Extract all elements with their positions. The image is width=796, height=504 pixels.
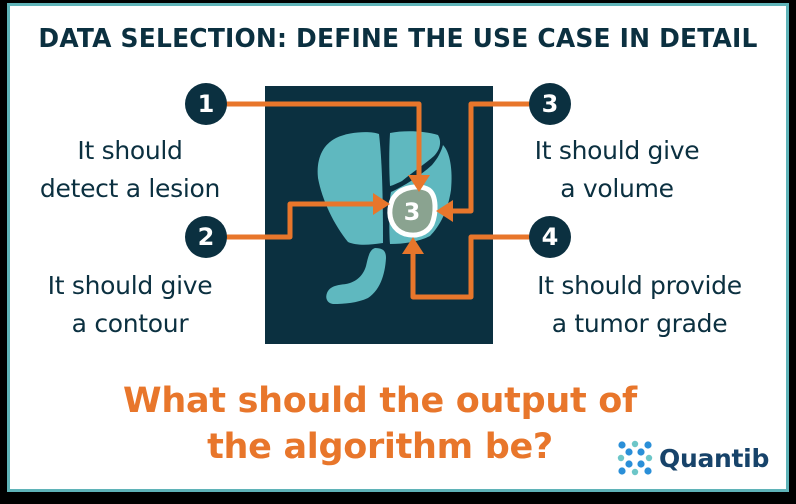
step-1-line-1: It should bbox=[77, 136, 183, 165]
step-3-badge: 3 bbox=[529, 83, 571, 125]
step-3-description: It should give a volume bbox=[517, 132, 717, 208]
quantib-logo: Quantib bbox=[617, 440, 769, 476]
question-line-1: What should the output of bbox=[123, 381, 637, 421]
arrow-4-head-icon bbox=[402, 237, 424, 254]
step-2-line-1: It should give bbox=[47, 271, 213, 300]
step-1-line-2: detect a lesion bbox=[39, 174, 221, 203]
arrow-1-line bbox=[226, 101, 422, 177]
step-4-badge: 4 bbox=[529, 216, 571, 258]
step-3-line-2: a volume bbox=[560, 174, 674, 203]
liver-left-lobe-shape bbox=[317, 132, 383, 245]
step-4-line-2: a tumor grade bbox=[551, 309, 728, 338]
arrow-3-head-icon bbox=[436, 200, 453, 222]
step-2-description: It should give a contour bbox=[30, 267, 230, 343]
step-1-badge: 1 bbox=[185, 83, 227, 125]
quantib-x-dots-icon bbox=[617, 440, 653, 476]
step-2-badge: 2 bbox=[185, 216, 227, 258]
organ-tail-shape bbox=[326, 248, 386, 304]
step-1-description: It should detect a lesion bbox=[30, 132, 230, 208]
arrow-2-line bbox=[226, 201, 377, 240]
step-3-line-1: It should give bbox=[534, 136, 700, 165]
arrow-2-head-icon bbox=[373, 193, 390, 215]
page-title: DATA SELECTION: DEFINE THE USE CASE IN D… bbox=[38, 24, 758, 54]
step-4-line-1: It should provide bbox=[537, 271, 742, 300]
step-4-description: It should provide a tumor grade bbox=[517, 267, 762, 343]
lesion-label: 3 bbox=[404, 198, 421, 226]
arrow-4-line bbox=[410, 234, 530, 300]
logo-wordmark: Quantib bbox=[659, 443, 770, 473]
question-line-2: the algorithm be? bbox=[207, 427, 553, 467]
liver-right-lobe-upper-shape bbox=[389, 131, 441, 186]
arrow-1-head-icon bbox=[408, 175, 430, 192]
step-2-line-2: a contour bbox=[71, 309, 189, 338]
arrow-3-line bbox=[449, 101, 530, 214]
question-text: What should the output of the algorithm … bbox=[0, 378, 760, 470]
lesion-marker bbox=[387, 184, 438, 238]
